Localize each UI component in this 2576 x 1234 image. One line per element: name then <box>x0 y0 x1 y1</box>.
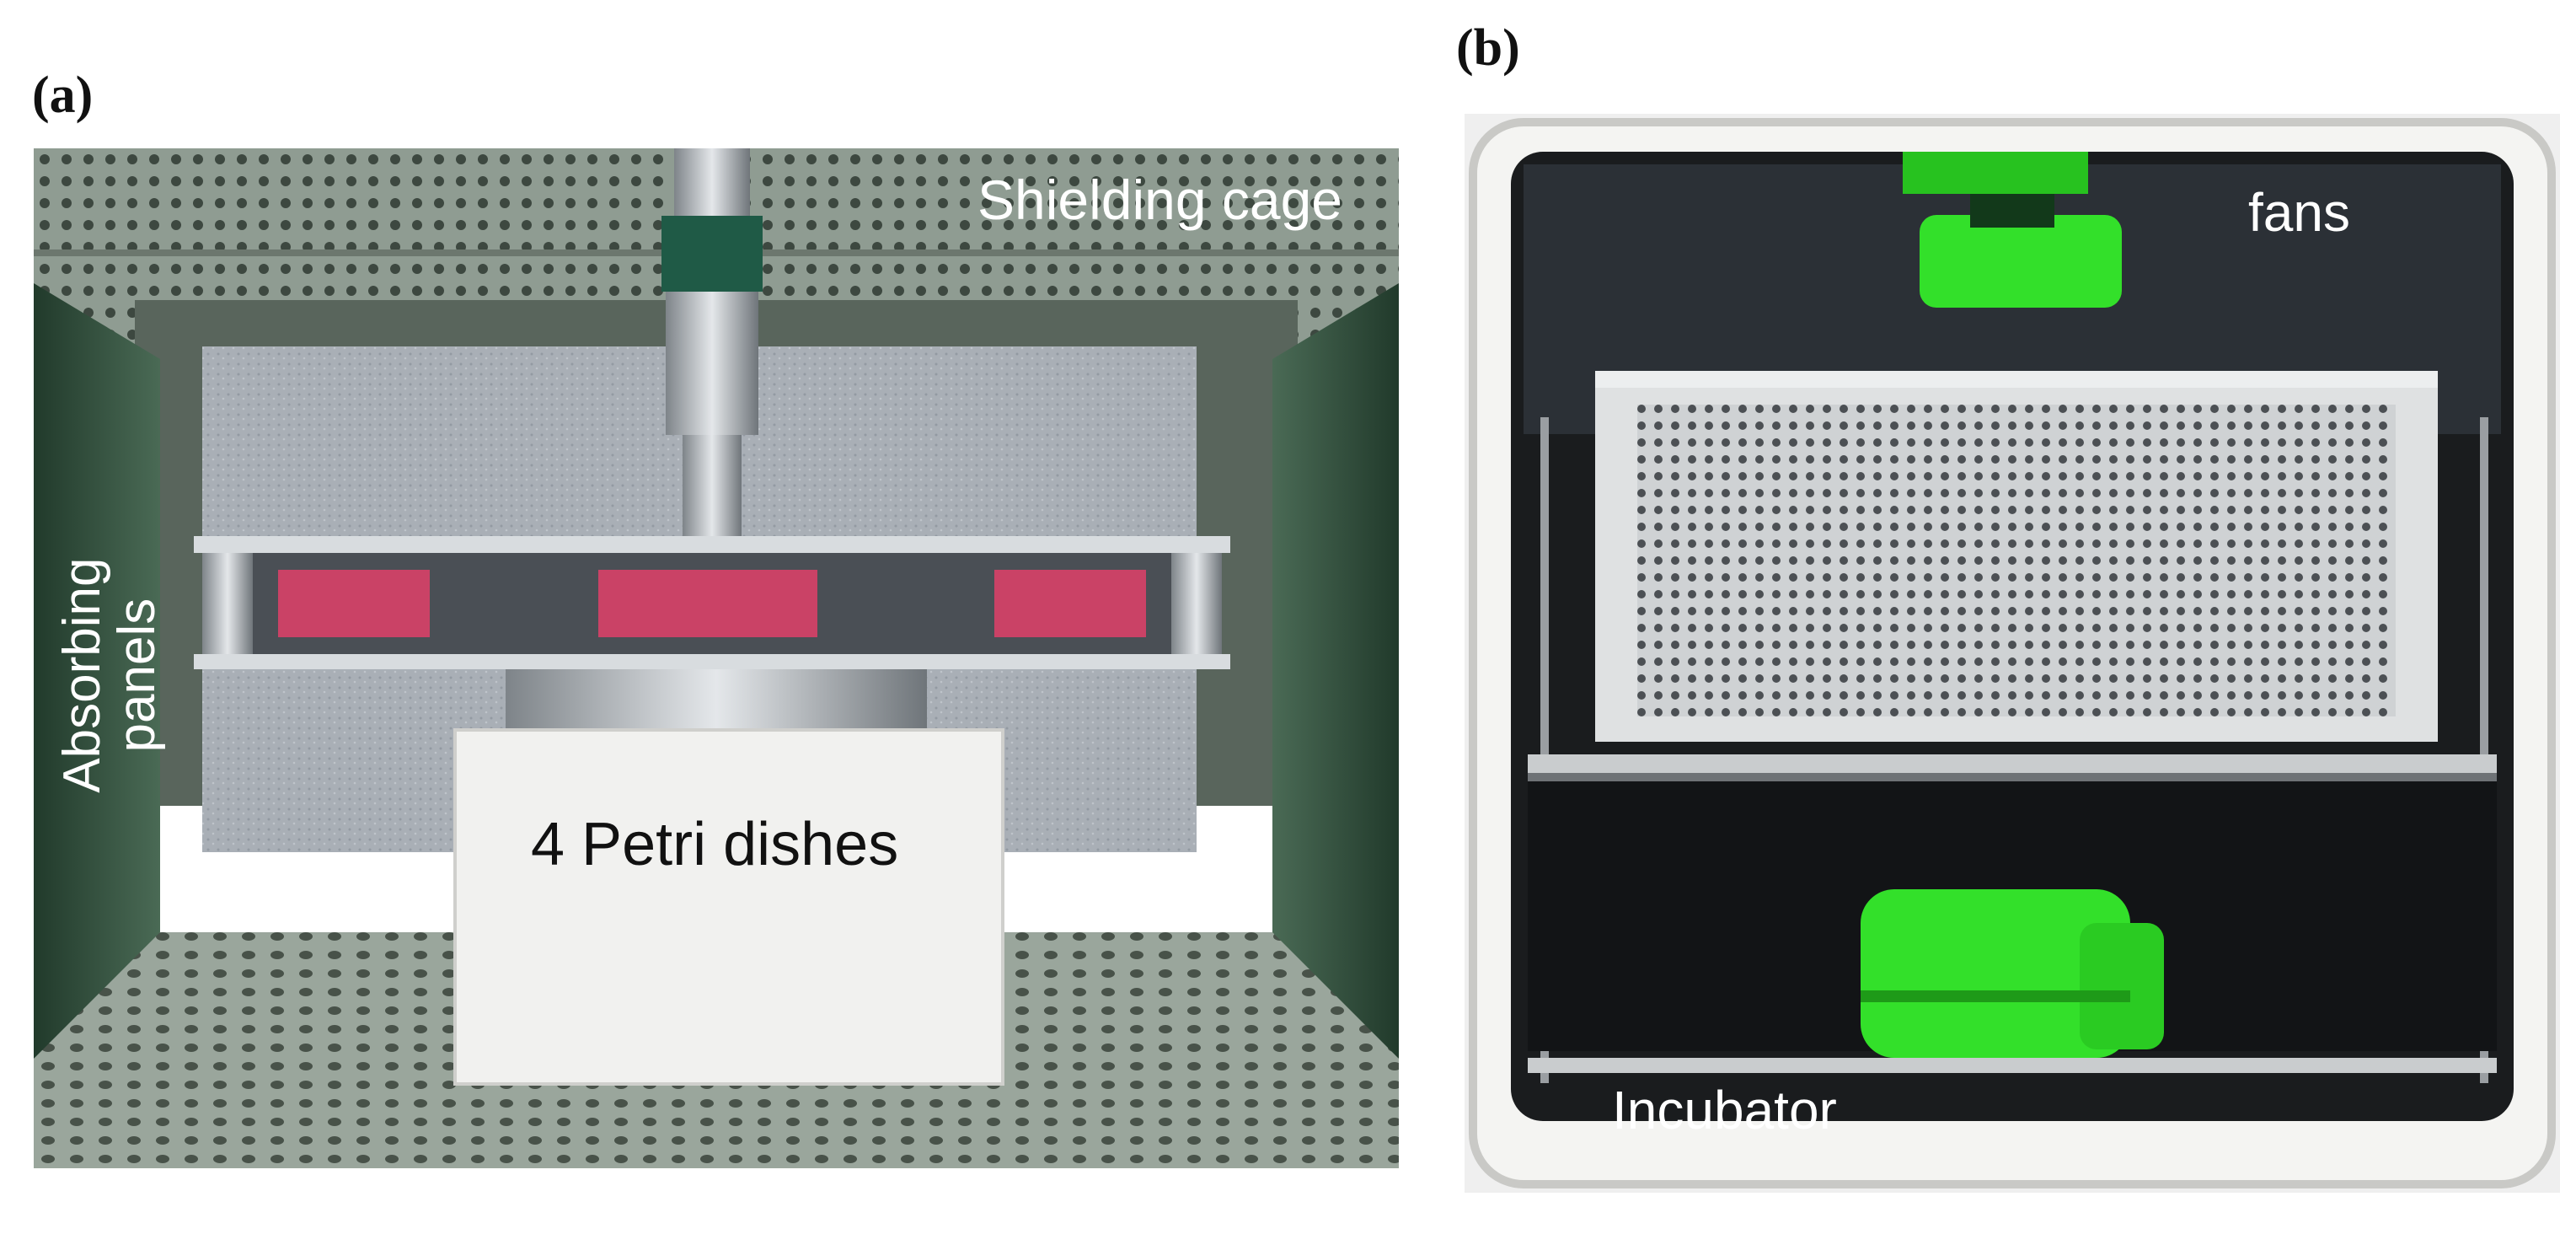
photo-a-illustration <box>34 148 1399 1168</box>
panel-label-b: (b) <box>1456 19 1520 77</box>
panel-label-a: (a) <box>32 67 94 124</box>
label-absorbing-panels: Absorbing panels <box>52 557 166 793</box>
label-fans: fans <box>2248 182 2350 243</box>
label-petri-dishes: 4 Petri dishes <box>531 811 899 878</box>
label-shielding-cage: Shielding cage <box>977 169 1342 231</box>
label-incubator: Incubator <box>1612 1080 1837 1140</box>
photo-panel-b: fans Incubator <box>1465 114 2560 1193</box>
photo-panel-a: Shielding cage Absorbing panels 4 Petri … <box>34 148 1399 1168</box>
photo-b-illustration <box>1465 114 2560 1193</box>
